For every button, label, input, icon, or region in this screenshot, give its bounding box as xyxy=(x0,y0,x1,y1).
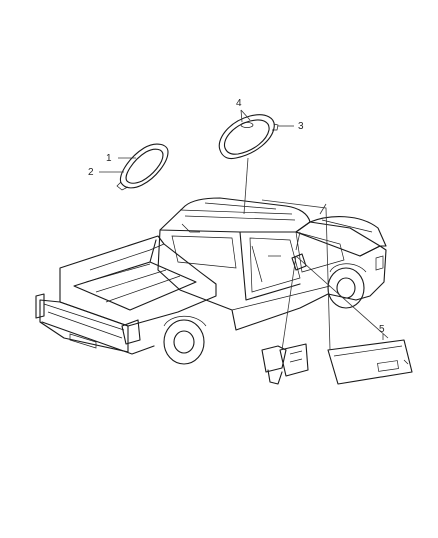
callout-4: 4 xyxy=(236,98,242,109)
pickup-truck xyxy=(35,197,387,365)
callout-1: 1 xyxy=(106,153,112,164)
callout-5: 5 xyxy=(379,324,385,335)
control-module-part xyxy=(327,339,413,385)
sensor-part xyxy=(261,343,309,385)
overhead-lamp-part xyxy=(218,114,279,160)
callout-2: 2 xyxy=(88,167,94,178)
dome-lamp-part xyxy=(116,143,169,191)
callout-3: 3 xyxy=(298,121,304,132)
leader-lines xyxy=(99,109,389,351)
